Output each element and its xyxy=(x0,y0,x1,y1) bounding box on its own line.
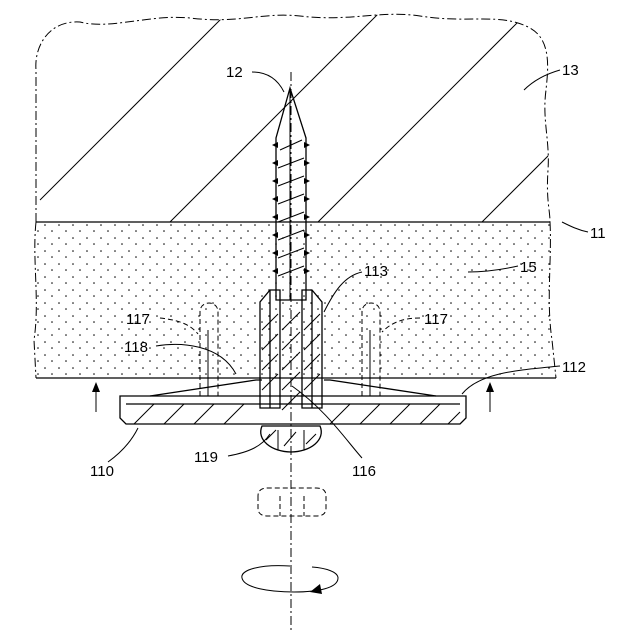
label-118: 118 xyxy=(124,339,148,356)
phantom-screw-head xyxy=(258,488,326,516)
label-112: 112 xyxy=(562,359,586,376)
label-13: 13 xyxy=(562,62,579,79)
rotation-arrow-icon xyxy=(242,566,338,594)
label-110: 110 xyxy=(90,463,114,480)
label-11: 11 xyxy=(590,225,606,242)
label-15: 15 xyxy=(520,259,537,276)
up-arrow-icon xyxy=(486,382,494,412)
up-arrow-icon xyxy=(92,382,100,412)
label-113: 113 xyxy=(364,263,388,280)
label-117-right: 117 xyxy=(424,311,448,328)
label-116: 116 xyxy=(352,463,376,480)
label-119: 119 xyxy=(194,449,218,466)
label-117-left: 117 xyxy=(126,311,150,328)
label-12: 12 xyxy=(226,64,243,81)
